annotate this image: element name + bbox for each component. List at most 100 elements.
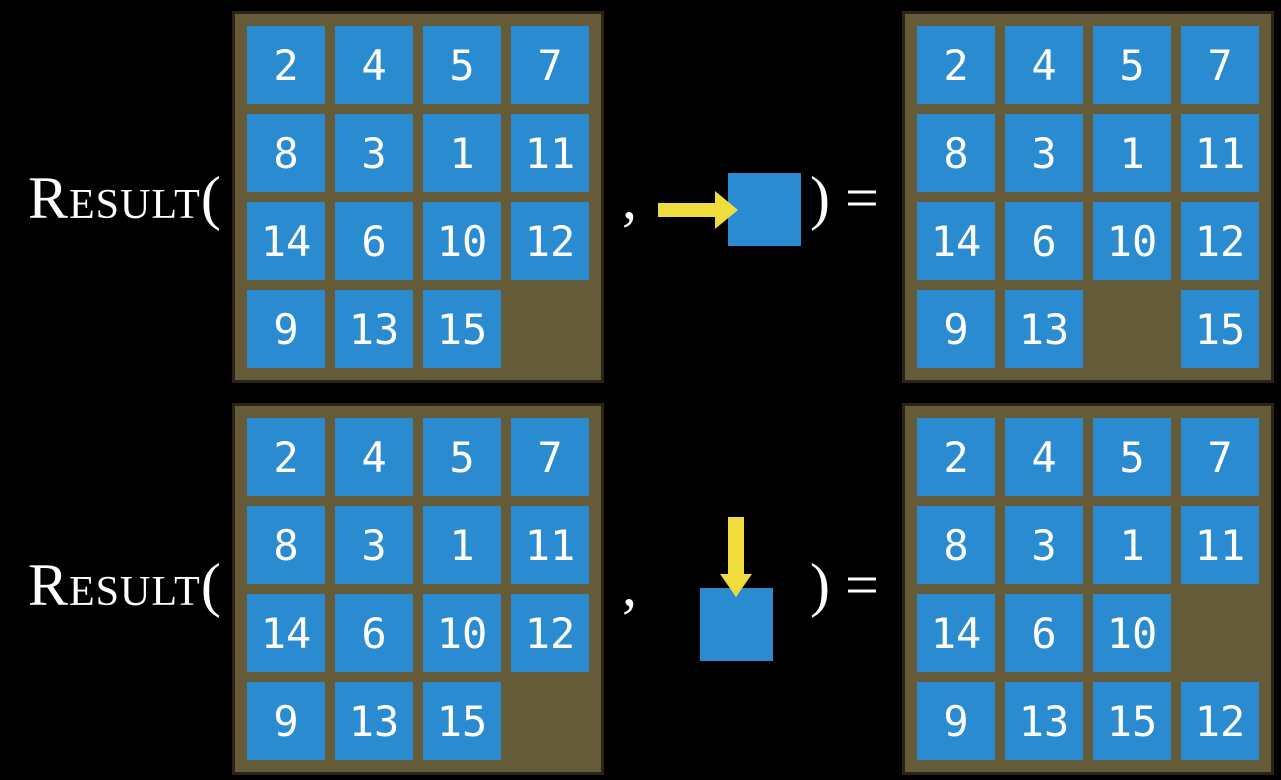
tile-number: 11 <box>1194 128 1246 178</box>
tile-14: 14 <box>917 202 995 280</box>
tile-3: 3 <box>335 506 413 584</box>
tile-5: 5 <box>1093 26 1171 104</box>
tile-number: 15 <box>1106 696 1158 746</box>
tile-number: 11 <box>524 128 576 178</box>
tile-3: 3 <box>1005 506 1083 584</box>
comma-separator: , <box>622 165 637 231</box>
tile-12: 12 <box>1181 202 1259 280</box>
tile-9: 9 <box>917 682 995 760</box>
tile-2: 2 <box>247 26 325 104</box>
tile-4: 4 <box>335 418 413 496</box>
tile-number: 5 <box>1119 432 1145 482</box>
tile-number: 13 <box>348 696 400 746</box>
tile-10: 10 <box>1093 594 1171 672</box>
tile-number: 10 <box>1106 608 1158 658</box>
tile-number: 12 <box>1194 696 1246 746</box>
moving-tile-square <box>700 588 773 661</box>
close-paren-equals: ) = <box>810 165 879 231</box>
comma-separator: , <box>622 552 637 618</box>
tile-number: 6 <box>361 608 387 658</box>
move-right-arrow-icon <box>658 191 738 229</box>
blank-cell <box>1181 594 1259 672</box>
tile-8: 8 <box>247 114 325 192</box>
tile-number: 5 <box>449 40 475 90</box>
tile-6: 6 <box>1005 202 1083 280</box>
tile-number: 2 <box>273 40 299 90</box>
tile-2: 2 <box>917 418 995 496</box>
tile-5: 5 <box>423 26 501 104</box>
tile-10: 10 <box>423 594 501 672</box>
tile-number: 9 <box>273 304 299 354</box>
result-function-label: Result( <box>28 165 222 231</box>
tile-number: 1 <box>449 128 475 178</box>
tile-number: 15 <box>436 696 488 746</box>
blank-cell <box>1093 290 1171 368</box>
tile-13: 13 <box>335 290 413 368</box>
tile-12: 12 <box>1181 682 1259 760</box>
tile-number: 8 <box>273 128 299 178</box>
tile-number: 4 <box>1031 40 1057 90</box>
tile-number: 3 <box>361 128 387 178</box>
tile-number: 14 <box>260 216 312 266</box>
tile-number: 6 <box>1031 216 1057 266</box>
tile-5: 5 <box>423 418 501 496</box>
tile-14: 14 <box>917 594 995 672</box>
tile-12: 12 <box>511 202 589 280</box>
tile-number: 6 <box>1031 608 1057 658</box>
tile-number: 5 <box>1119 40 1145 90</box>
tile-number: 1 <box>1119 128 1145 178</box>
tile-6: 6 <box>1005 594 1083 672</box>
result-function-label: Result( <box>28 552 222 618</box>
tile-number: 4 <box>361 40 387 90</box>
tile-number: 12 <box>524 216 576 266</box>
tile-15: 15 <box>1181 290 1259 368</box>
tile-2: 2 <box>917 26 995 104</box>
tile-number: 14 <box>930 216 982 266</box>
tile-number: 2 <box>943 40 969 90</box>
tile-15: 15 <box>423 682 501 760</box>
tile-14: 14 <box>247 202 325 280</box>
tile-number: 14 <box>930 608 982 658</box>
tile-number: 13 <box>348 304 400 354</box>
tile-6: 6 <box>335 202 413 280</box>
moving-tile-square <box>728 173 801 246</box>
tile-9: 9 <box>247 290 325 368</box>
tile-number: 3 <box>1031 520 1057 570</box>
tile-13: 13 <box>1005 682 1083 760</box>
tile-2: 2 <box>247 418 325 496</box>
tile-7: 7 <box>1181 418 1259 496</box>
tile-number: 15 <box>1194 304 1246 354</box>
tile-number: 9 <box>943 696 969 746</box>
tile-number: 5 <box>449 432 475 482</box>
tile-number: 8 <box>943 520 969 570</box>
tile-number: 11 <box>1194 520 1246 570</box>
tile-15: 15 <box>1093 682 1171 760</box>
tile-number: 10 <box>436 216 488 266</box>
tile-7: 7 <box>1181 26 1259 104</box>
tile-5: 5 <box>1093 418 1171 496</box>
tile-number: 1 <box>449 520 475 570</box>
tile-number: 2 <box>273 432 299 482</box>
close-paren-equals: ) = <box>810 552 879 618</box>
tile-number: 4 <box>361 432 387 482</box>
tile-8: 8 <box>917 506 995 584</box>
tile-6: 6 <box>335 594 413 672</box>
tile-number: 6 <box>361 216 387 266</box>
tile-9: 9 <box>917 290 995 368</box>
tile-number: 7 <box>1207 432 1233 482</box>
tile-number: 12 <box>1194 216 1246 266</box>
blank-cell <box>511 682 589 760</box>
tile-number: 4 <box>1031 432 1057 482</box>
tile-1: 1 <box>1093 506 1171 584</box>
tile-10: 10 <box>423 202 501 280</box>
tile-number: 3 <box>1031 128 1057 178</box>
tile-number: 8 <box>943 128 969 178</box>
tile-number: 9 <box>943 304 969 354</box>
tile-13: 13 <box>1005 290 1083 368</box>
tile-number: 15 <box>436 304 488 354</box>
tile-15: 15 <box>423 290 501 368</box>
tile-11: 11 <box>511 506 589 584</box>
